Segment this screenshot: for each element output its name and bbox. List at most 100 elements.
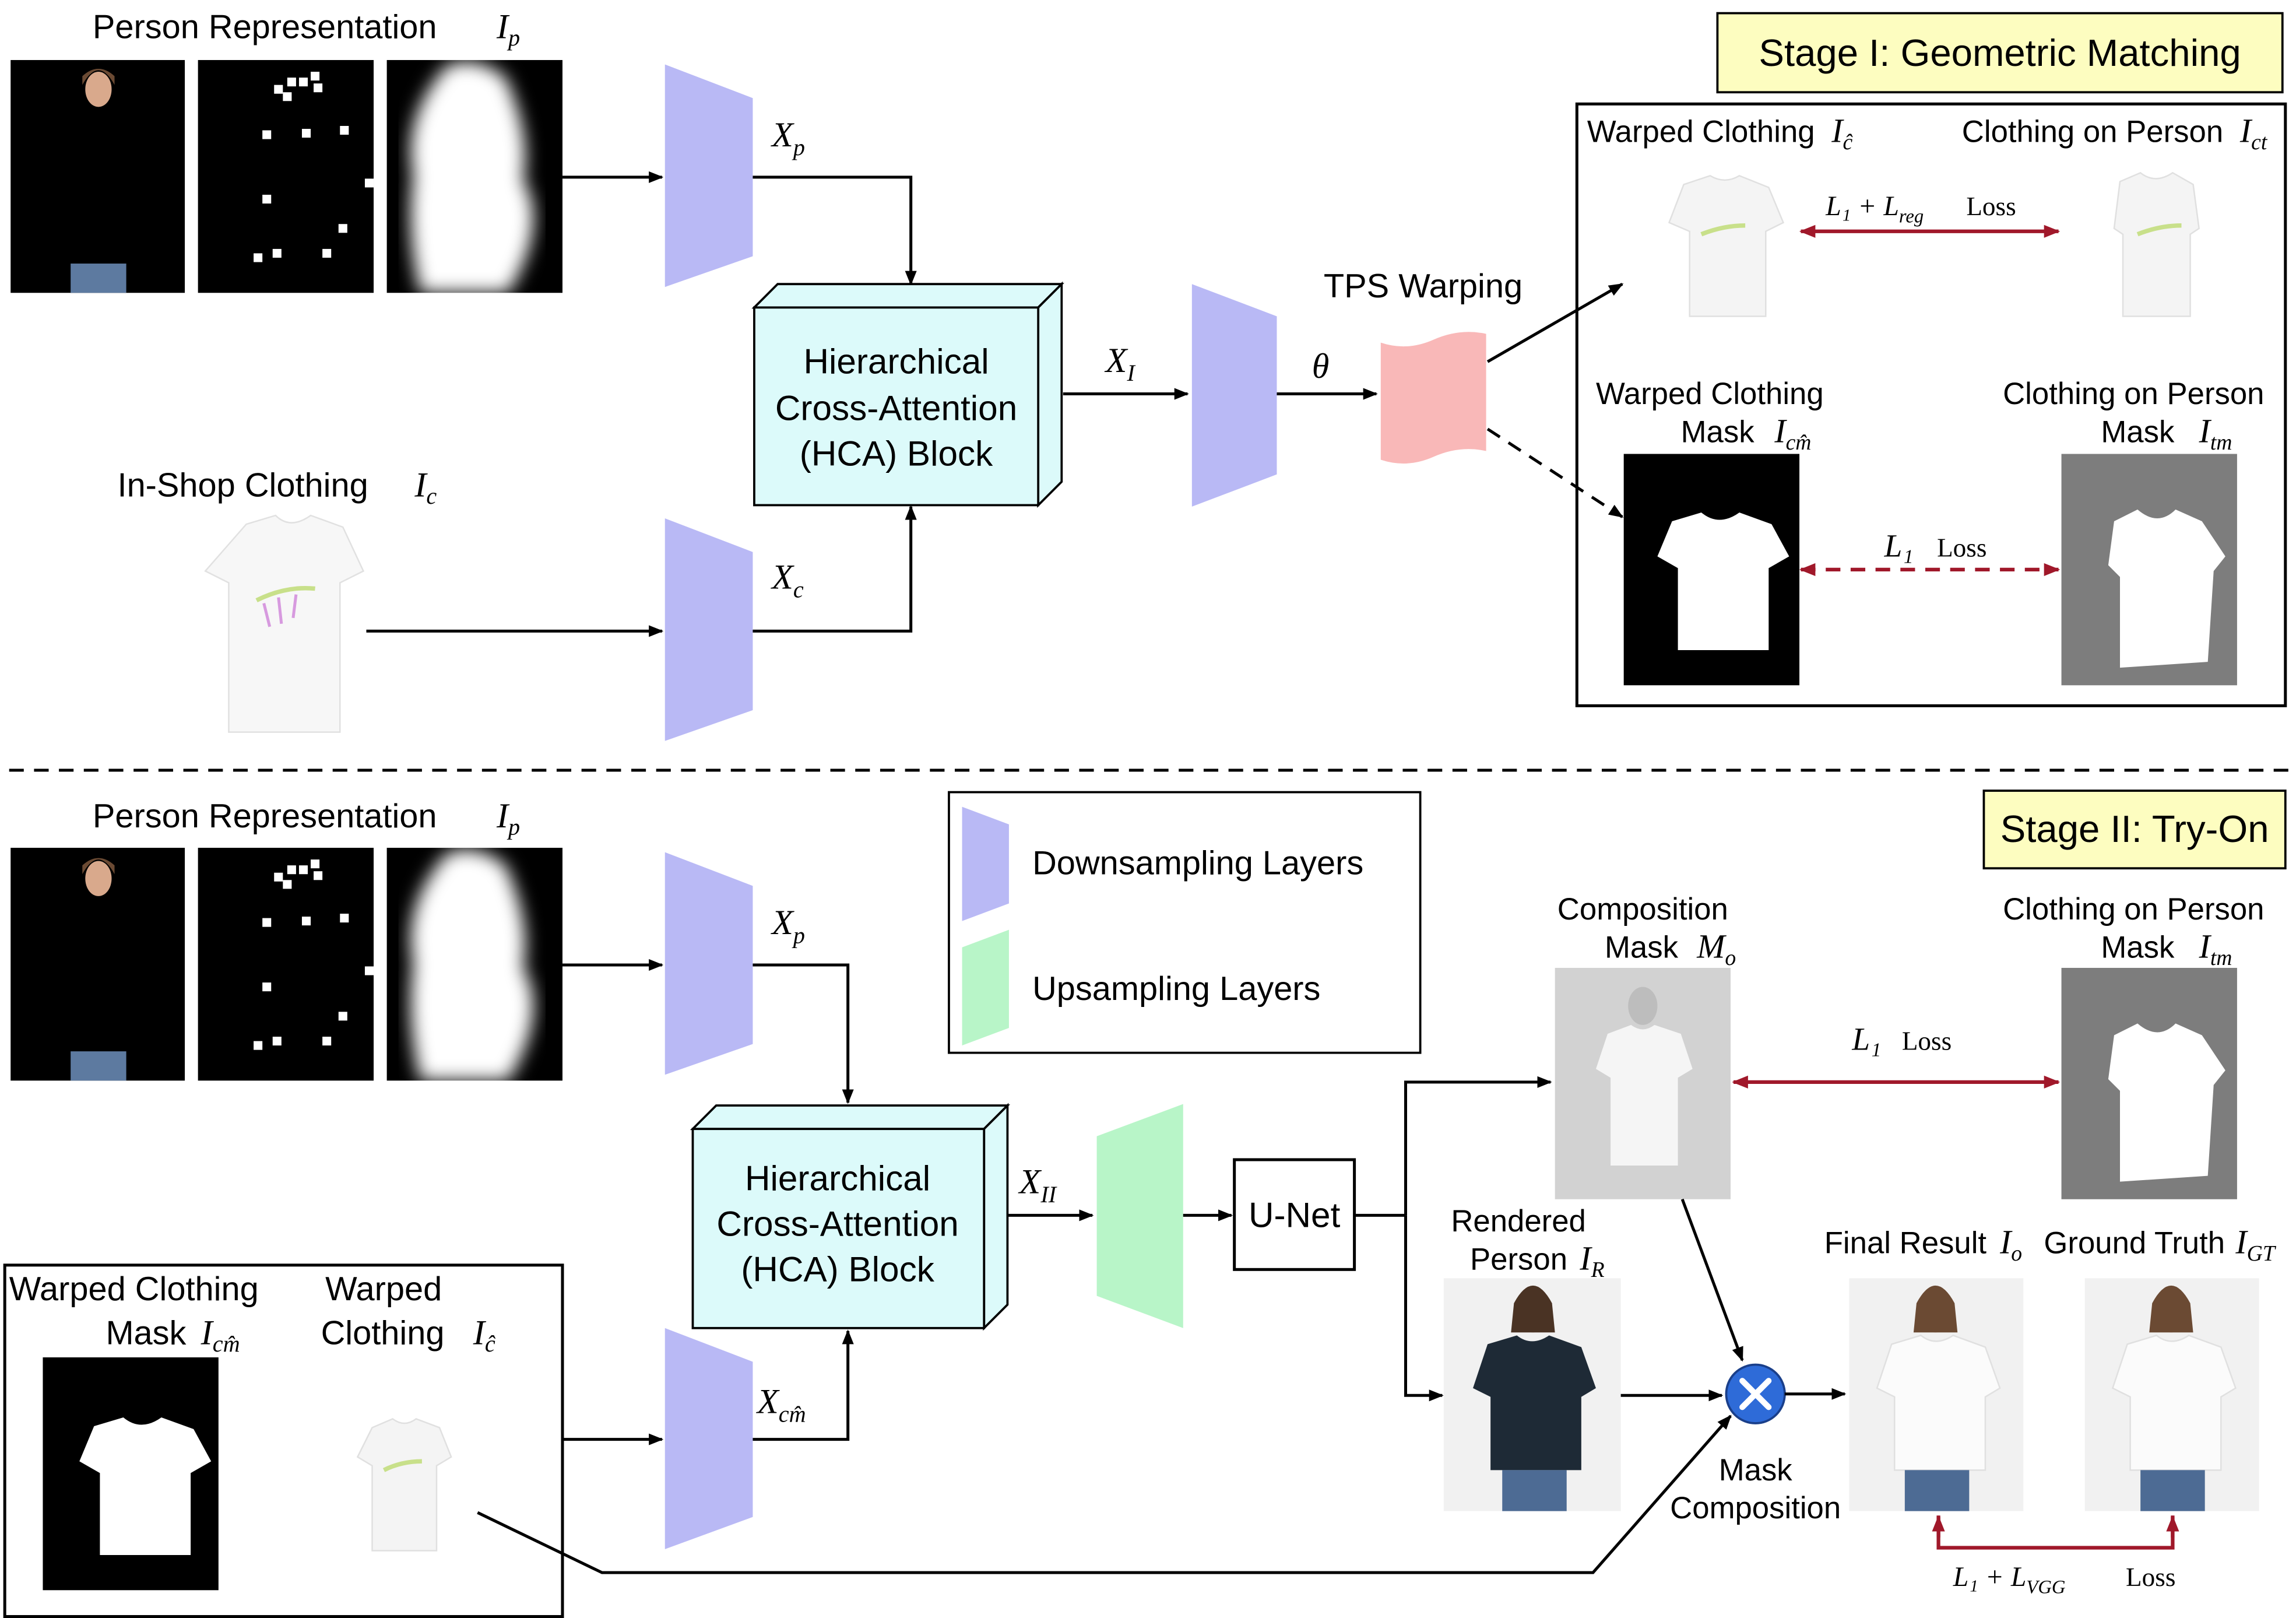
rendered-person-image bbox=[1443, 1278, 1621, 1511]
legend-upsampling-swatch bbox=[962, 929, 1009, 1046]
person-mask-image-1 bbox=[2061, 454, 2237, 686]
tps-warp-block bbox=[1380, 332, 1486, 464]
person-photo-1 bbox=[10, 59, 185, 293]
l1-loss-word-1: Loss bbox=[1937, 533, 1986, 562]
stage2-title-box bbox=[1982, 789, 2287, 870]
vgg-loss-label: L₁ + LVGG bbox=[1953, 1561, 2066, 1598]
loss-reg-label: L₁ + Lreg bbox=[1825, 191, 1924, 227]
person-mask-label-line2-2: Mask bbox=[2101, 930, 2175, 964]
warped-clothing-image-2 bbox=[356, 1418, 452, 1552]
downsampling-encoder-clothing-1 bbox=[664, 518, 753, 741]
upsampling-decoder bbox=[1096, 1104, 1183, 1328]
xp-label-2: Xp bbox=[771, 903, 805, 948]
stage1-title-box bbox=[1716, 12, 2284, 94]
xii-label: XII bbox=[1018, 1163, 1057, 1208]
hca-line3-1: (HCA) Block bbox=[800, 434, 993, 473]
person-mask-label-line1-2: Clothing on Person bbox=[2003, 892, 2264, 926]
legend-box: Downsampling Layers Upsampling Layers bbox=[948, 791, 1422, 1054]
downsampling-regressor-1 bbox=[1191, 284, 1277, 507]
xcm-label: Xcm̂ bbox=[756, 1382, 806, 1427]
stage2-title: Stage II: Try-On bbox=[2000, 808, 2269, 850]
hca-block-1: Hierarchical Cross-Attention (HCA) Block bbox=[751, 281, 1064, 508]
ground-truth-label: Ground Truth bbox=[2044, 1226, 2225, 1261]
person-photo-2 bbox=[10, 848, 185, 1081]
comp-mask-line2: Mask bbox=[1605, 930, 1679, 964]
downsampling-encoder-person-1 bbox=[664, 64, 753, 287]
warped-clothing-image-1 bbox=[1668, 174, 1785, 317]
clothing-on-person-label-1: Clothing on Person bbox=[1962, 115, 2223, 149]
stage1-loss-panel bbox=[1575, 102, 2287, 707]
warped-mask-label-line1-1: Warped Clothing bbox=[1596, 377, 1824, 411]
person-rep-symbol-2: Ip bbox=[496, 796, 520, 840]
warped-cloth-label-line2-2: Clothing bbox=[321, 1314, 445, 1352]
rendered-line1: Rendered bbox=[1451, 1204, 1586, 1238]
vgg-loss-word: Loss bbox=[2126, 1563, 2175, 1592]
ground-truth-image bbox=[2084, 1278, 2259, 1511]
stage1-title: Stage I: Geometric Matching bbox=[1759, 31, 2241, 74]
warped-mask-image-1 bbox=[1623, 454, 1800, 686]
body-shape-map-1 bbox=[386, 59, 562, 293]
clothing-on-person-image-1 bbox=[2113, 171, 2200, 317]
ground-truth-symbol: IGT bbox=[2235, 1224, 2276, 1266]
comp-mask-line1: Composition bbox=[1557, 892, 1728, 926]
final-result-image bbox=[1849, 1278, 2024, 1511]
person-rep-label-1: Person Representation bbox=[93, 8, 437, 45]
warped-mask-label-line1-2: Warped Clothing bbox=[9, 1270, 259, 1308]
xi-label-1: XI bbox=[1105, 341, 1136, 386]
warped-mask-symbol-1: Icm̂ bbox=[1774, 413, 1811, 455]
final-result-label: Final Result bbox=[1824, 1226, 1987, 1261]
warped-mask-symbol-2: Icm̂ bbox=[201, 1313, 240, 1357]
inshop-clothing-label: In-Shop Clothing bbox=[118, 466, 368, 504]
l1-loss-label-2: L₁ bbox=[1851, 1022, 1881, 1057]
composition-mask-image bbox=[1555, 967, 1731, 1199]
keypoint-map-2 bbox=[198, 848, 374, 1081]
person-mask-symbol-1: Itm bbox=[2199, 413, 2232, 455]
warped-clothing-symbol-1: Iĉ bbox=[1831, 113, 1852, 155]
stage-one: Person Representation Ip bbox=[10, 7, 2287, 741]
keypoint-map-1 bbox=[198, 59, 374, 293]
rendered-symbol: IR bbox=[1579, 1240, 1604, 1282]
unet-label: U-Net bbox=[1249, 1195, 1341, 1234]
person-mask-symbol-2: Itm bbox=[2199, 928, 2232, 970]
tps-warping-label: TPS Warping bbox=[1324, 268, 1523, 305]
warped-cloth-label-line1-2: Warped bbox=[325, 1270, 442, 1308]
l1-loss-label-1: L₁ bbox=[1884, 528, 1914, 563]
final-result-symbol: Io bbox=[1999, 1224, 2022, 1266]
person-rep-symbol-1: Ip bbox=[496, 7, 520, 51]
person-mask-image-2 bbox=[2061, 967, 2237, 1199]
hca-line1-2: Hierarchical bbox=[745, 1159, 930, 1198]
hca-line1-1: Hierarchical bbox=[803, 341, 989, 381]
rendered-line2: Person bbox=[1470, 1242, 1567, 1276]
warped-mask-label-line2-1: Mask bbox=[1681, 415, 1755, 449]
clothing-on-person-symbol-1: Ict bbox=[2239, 113, 2268, 155]
mask-comp-line1: Mask bbox=[1719, 1453, 1793, 1487]
warped-cloth-symbol-2: Iĉ bbox=[473, 1313, 496, 1357]
mask-composition-multiply-icon bbox=[1725, 1363, 1786, 1424]
mask-comp-line2: Composition bbox=[1670, 1491, 1841, 1525]
inshop-tshirt-image bbox=[204, 514, 365, 733]
stage-two: Person Representation Ip Xp bbox=[3, 789, 2287, 1618]
hca-line2-2: Cross-Attention bbox=[716, 1204, 958, 1244]
body-shape-map-2 bbox=[386, 848, 562, 1081]
warped-clothing-label-1: Warped Clothing bbox=[1587, 115, 1815, 149]
inshop-clothing-symbol: Ic bbox=[414, 465, 437, 509]
warped-mask-image-2 bbox=[43, 1357, 219, 1591]
hca-line3-2: (HCA) Block bbox=[741, 1249, 934, 1289]
unet-box bbox=[1233, 1158, 1356, 1271]
legend-upsampling-label: Upsampling Layers bbox=[1032, 970, 1320, 1008]
hca-line2-1: Cross-Attention bbox=[775, 388, 1017, 428]
l1-loss-word-2: Loss bbox=[1902, 1027, 1952, 1056]
xp-label-1: Xp bbox=[771, 115, 805, 160]
hca-block-2: Hierarchical Cross-Attention (HCA) Block bbox=[690, 1103, 1010, 1331]
person-mask-label-line2-1: Mask bbox=[2101, 415, 2175, 449]
downsampling-encoder-person-2 bbox=[664, 852, 753, 1075]
legend-downsampling-label: Downsampling Layers bbox=[1032, 844, 1363, 882]
loss-reg-word: Loss bbox=[1966, 192, 2016, 221]
theta-label: θ bbox=[1312, 347, 1330, 386]
person-rep-label-2: Person Representation bbox=[93, 798, 437, 835]
xc-label-1: Xc bbox=[771, 558, 804, 603]
warped-mask-label-line2-2: Mask bbox=[106, 1314, 186, 1352]
person-mask-label-line1-1: Clothing on Person bbox=[2003, 377, 2264, 411]
downsampling-encoder-clothing-2 bbox=[664, 1328, 753, 1549]
